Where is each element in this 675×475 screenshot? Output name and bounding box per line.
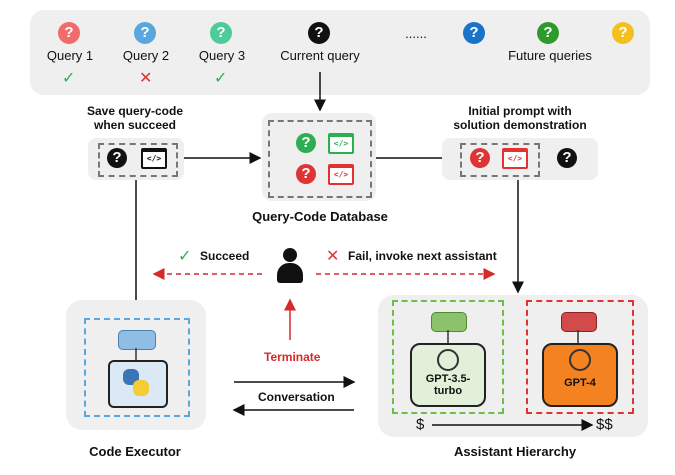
db-query-red-icon: ?: [296, 164, 316, 184]
query-1-icon: ?: [58, 22, 80, 44]
cost-high-label: $$: [596, 416, 613, 433]
future-queries-label: Future queries: [508, 48, 592, 63]
current-query-icon: ?: [308, 22, 330, 44]
save-code-icon: </>: [141, 148, 167, 169]
succeed-label: Succeed: [200, 249, 250, 263]
query-2-label: Query 2: [122, 48, 170, 63]
database-label: Query-Code Database: [252, 209, 388, 224]
prompt-code-red-icon: </>: [502, 148, 528, 169]
database-panel: [262, 113, 376, 201]
user-avatar-icon: [276, 248, 304, 284]
gpt35-dashed: [392, 300, 504, 414]
query-1-label: Query 1: [46, 48, 94, 63]
query-1-status: ✓: [62, 70, 76, 87]
succeed-check-icon: ✓: [178, 248, 192, 265]
python-box: [108, 360, 168, 408]
db-code-green-icon: </>: [328, 133, 354, 154]
fail-label: Fail, invoke next assistant: [348, 249, 497, 263]
cost-low-label: $: [416, 416, 425, 433]
gpt35-robot-icon: [431, 312, 467, 332]
gpt35-model-box: GPT-3.5- turbo: [410, 343, 486, 407]
query-3-label: Query 3: [198, 48, 246, 63]
database-dashed: [268, 120, 372, 198]
openai-logo-icon: [437, 349, 459, 371]
terminate-label: Terminate: [264, 350, 321, 364]
openai-logo-icon: [569, 349, 591, 371]
query-3-icon: ?: [210, 22, 232, 44]
ellipsis: ......: [405, 26, 427, 41]
executor-robot-icon: [118, 330, 156, 350]
fail-cross-icon: ✕: [326, 248, 340, 265]
conversation-label: Conversation: [258, 390, 335, 404]
save-query-code-label: Save query-code when succeed: [86, 104, 184, 132]
gpt4-dashed: [526, 300, 634, 414]
query-2-status: ✕: [139, 70, 153, 87]
gpt4-label: GPT-4: [564, 377, 596, 389]
future-query-icon-blue: ?: [463, 22, 485, 44]
gpt35-label: GPT-3.5- turbo: [425, 373, 471, 397]
assistant-hierarchy-label: Assistant Hierarchy: [453, 444, 577, 459]
initial-prompt-dashed: [460, 143, 540, 177]
future-query-icon-yellow: ?: [612, 22, 634, 44]
gpt4-model-box: GPT-4: [542, 343, 618, 407]
code-executor-dashed: [84, 318, 190, 417]
query-2-icon: ?: [134, 22, 156, 44]
query-3-status: ✓: [214, 70, 228, 87]
prompt-query-red-icon: ?: [470, 148, 490, 168]
db-query-green-icon: ?: [296, 133, 316, 153]
save-box-dashed: [98, 143, 178, 177]
save-query-icon: ?: [107, 148, 127, 168]
prompt-current-query-icon: ?: [557, 148, 577, 168]
initial-prompt-label: Initial prompt with solution demonstrati…: [453, 104, 587, 132]
python-logo-icon: [121, 369, 151, 397]
current-query-label: Current query: [280, 48, 360, 63]
code-executor-label: Code Executor: [89, 444, 181, 459]
db-code-red-icon: </>: [328, 164, 354, 185]
gpt4-robot-icon: [561, 312, 597, 332]
save-box-panel: [88, 138, 184, 180]
future-query-icon-green: ?: [537, 22, 559, 44]
